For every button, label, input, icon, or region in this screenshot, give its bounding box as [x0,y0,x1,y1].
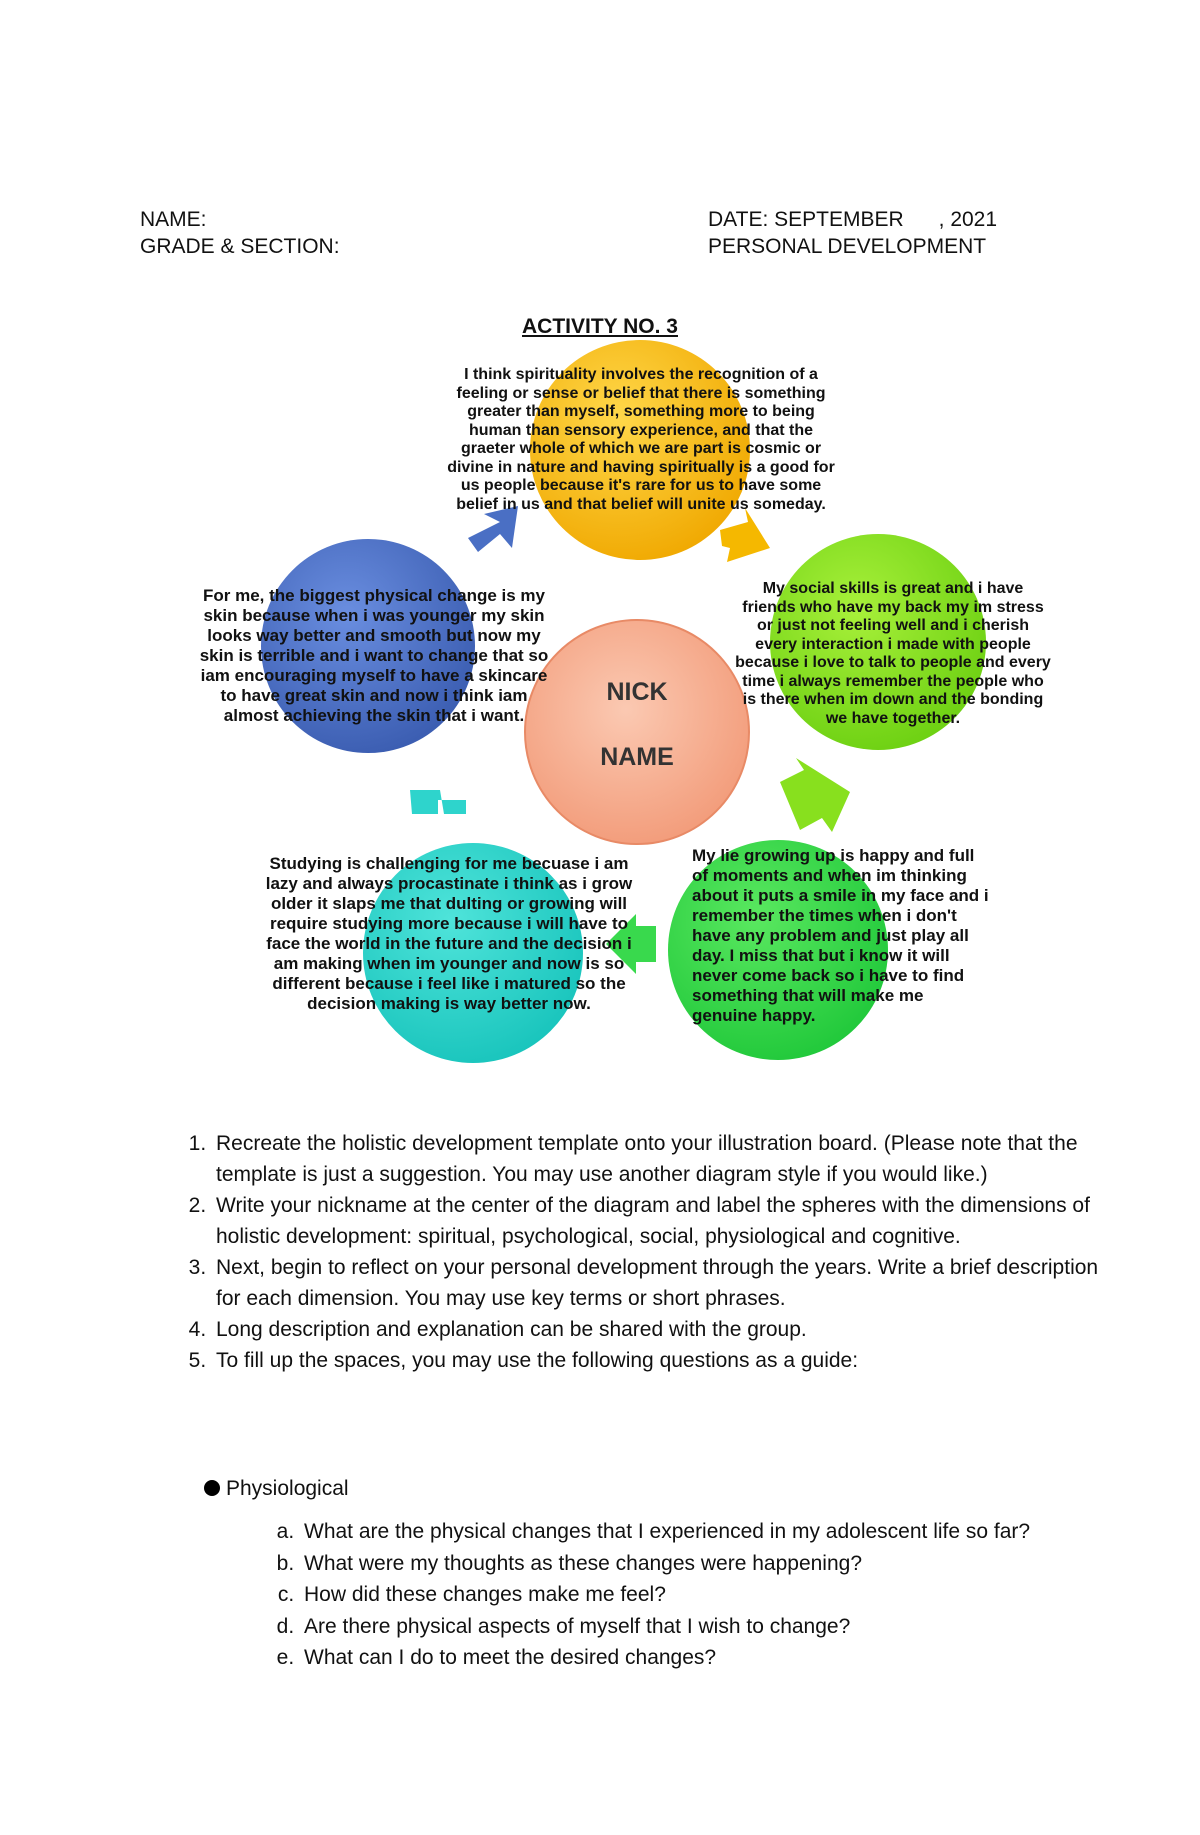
arrow-physiological-to-spiritual-icon [468,506,518,552]
psychological-text: My lie growing up is happy and full of m… [692,846,989,1025]
arrow-psychological-to-cognitive-icon [606,914,656,974]
physiological-circle [261,539,475,753]
instruction-item: To fill up the spaces, you may use the f… [212,1345,1112,1376]
date-label: DATE: SEPTEMBER , 2021 [708,208,998,231]
social-circle [770,534,986,750]
psychological-circle [668,840,888,1060]
activity-title: ACTIVITY NO. 3 [522,315,678,338]
center-nick: NICK [606,678,668,706]
question-item: How did these changes make me feel? [300,1579,1100,1611]
name-label: NAME: [140,208,207,231]
question-item: Are there physical aspects of myself tha… [300,1611,1100,1643]
bullet-icon [204,1480,220,1496]
spiritual-circle [530,340,750,560]
spiritual-text: I think spirituality involves the recogn… [447,366,835,513]
question-item: What were my thoughts as these changes w… [300,1548,1100,1580]
subject-label: PERSONAL DEVELOPMENT [708,235,987,258]
social-text: My social skills is great and i have fri… [735,580,1051,727]
instruction-item: Long description and explanation can be … [212,1314,1112,1345]
arrow-social-to-psychological-icon [780,758,850,832]
cognitive-text: Studying is challenging for me becuase i… [265,854,633,1013]
instruction-item: Next, begin to reflect on your personal … [212,1252,1112,1314]
instruction-item: Write your nickname at the center of the… [212,1190,1112,1252]
question-item: What are the physical changes that I exp… [300,1516,1100,1548]
guide-heading: Physiological [204,1473,349,1504]
grade-section-label: GRADE & SECTION: [140,235,340,258]
physiological-text: For me, the biggest physical change is m… [199,586,549,725]
instructions-list: Recreate the holistic development templa… [176,1128,1112,1376]
guide-heading-text: Physiological [226,1477,349,1500]
question-item: What can I do to meet the desired change… [300,1642,1100,1674]
arrow-spiritual-to-social-icon [720,508,770,562]
cognitive-circle [363,843,583,1063]
holistic-diagram [261,340,986,1063]
arrow-cognitive-to-physiological-icon [410,790,466,814]
guide-questions: What are the physical changes that I exp… [264,1516,1100,1674]
center-name: NAME [600,743,674,771]
center-circle [524,619,750,845]
instruction-item: Recreate the holistic development templa… [212,1128,1112,1190]
